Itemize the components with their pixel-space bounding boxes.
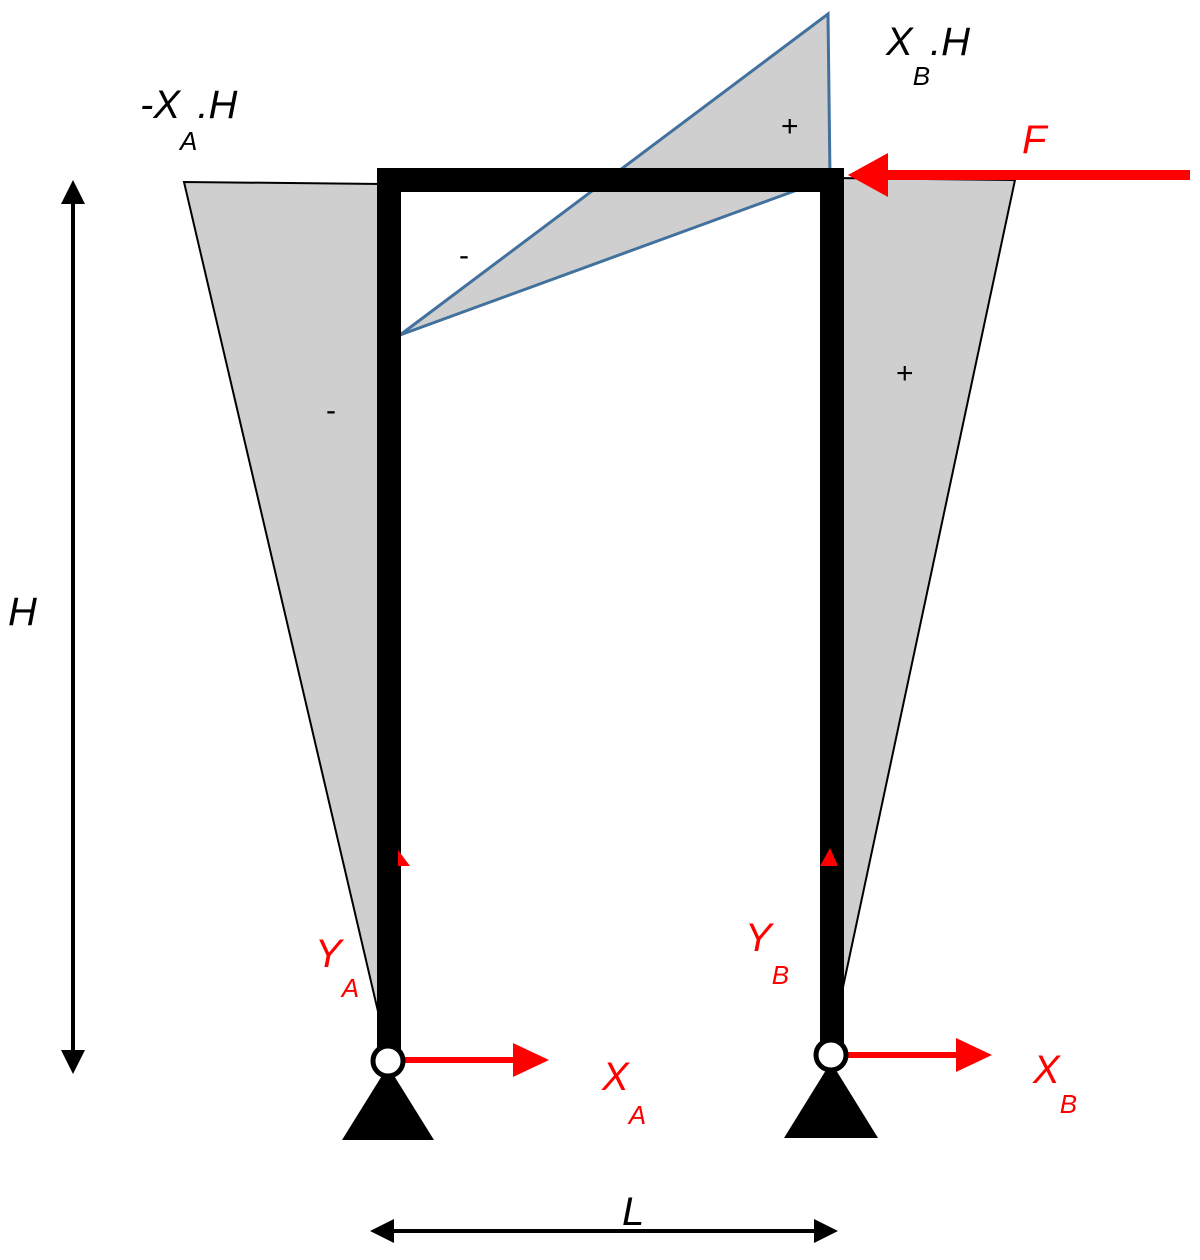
right-column-sign: +: [896, 357, 914, 390]
right-column-moment-area: [830, 176, 1017, 1021]
left-column-sign: -: [326, 394, 336, 427]
xa-reaction-arrow: [400, 1043, 549, 1077]
reaction-xb-label: XB: [1032, 1048, 1077, 1119]
support-b-hinge: [813, 1037, 849, 1073]
beam-negative-sign: -: [459, 239, 469, 272]
applied-force-f-arrow: [848, 153, 1190, 197]
support-a-hinge: [370, 1043, 406, 1079]
xb-reaction-arrow: [845, 1038, 992, 1072]
height-label: H: [8, 590, 37, 634]
support-a: [342, 1043, 434, 1140]
support-b-triangle: [784, 1062, 878, 1138]
span-label: L: [622, 1190, 644, 1234]
portal-frame: [377, 168, 844, 1050]
beam-positive-sign: +: [781, 110, 799, 143]
reaction-xa-label: XA: [601, 1055, 646, 1130]
reaction-ya-label: YA: [315, 932, 359, 1003]
support-b: [784, 1037, 878, 1138]
top-beam: [377, 168, 844, 192]
left-moment-value-label: -XA.H: [140, 83, 237, 156]
force-label: F: [1022, 118, 1049, 162]
reaction-yb-label: YB: [745, 916, 789, 990]
left-column-moment-area: [182, 180, 390, 1021]
right-moment-value-label: XB.H: [885, 20, 970, 91]
right-column: [820, 172, 844, 1050]
yb-arrow-tip: [820, 848, 838, 866]
support-a-triangle: [342, 1066, 434, 1140]
left-column: [377, 172, 401, 1050]
ya-arrow-tip: [398, 850, 410, 866]
